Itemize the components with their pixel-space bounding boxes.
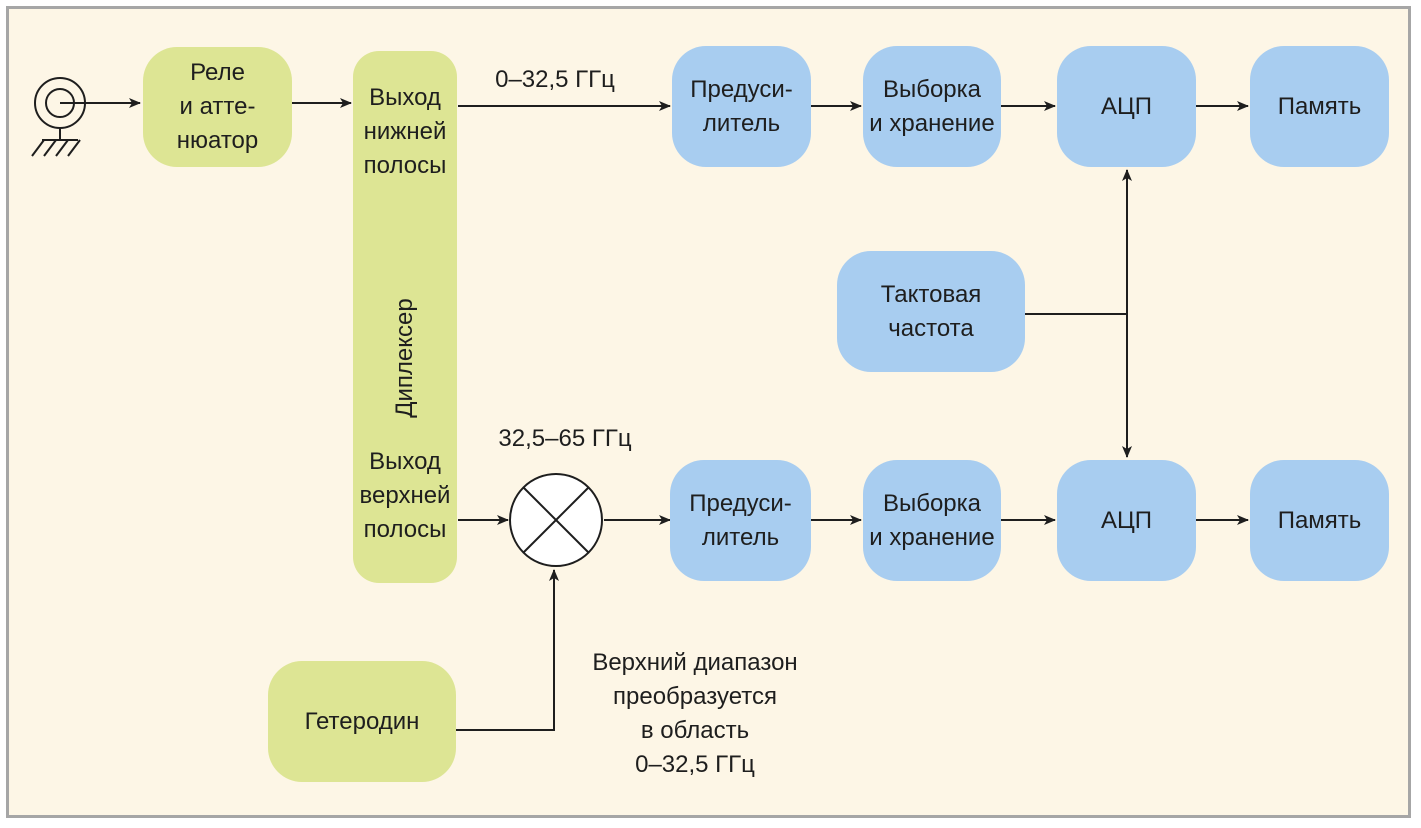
adc-bottom-label: АЦП [1100,506,1152,534]
relay-attenuator-block: Реле и атте- нюатор [143,47,292,167]
local-oscillator-block: Гетеродин [268,661,456,782]
arrow-lo-mixer [456,569,559,731]
sample-hold-bottom-block: Выборка и хранение [863,460,1001,581]
diplexer-upper-output-label: Выход верхней полосы [359,448,451,543]
clock-label: Тактовая частота [880,280,982,342]
local-oscillator-label: Гетеродин [304,707,420,735]
memory-top-label: Память [1277,92,1362,120]
lower-band-label: 0–32,5 ГГц [495,66,615,93]
preamp-top-block: Предуси- литель [672,46,811,167]
memory-bottom-block: Память [1250,460,1389,581]
diplexer-name-label: Диплексер [391,298,418,418]
adc-top-label: АЦП [1100,92,1152,120]
adc-top-block: АЦП [1057,46,1196,167]
clock-block: Тактовая частота [837,251,1025,372]
memory-bottom-label: Память [1277,506,1362,534]
memory-top-block: Память [1250,46,1389,167]
preamp-bottom-block: Предуси- литель [670,460,811,581]
adc-bottom-block: АЦП [1057,460,1196,581]
diplexer-lower-output-label: Выход нижней полосы [363,84,447,179]
mixer-icon [509,473,603,567]
preamp-bottom-label: Предуси- литель [689,489,792,551]
preamp-top-label: Предуси- литель [690,75,793,137]
diplexer-block: Выход нижней полосы Диплексер Выход верх… [353,51,457,583]
sample-hold-bottom-label: Выборка и хранение [869,489,995,551]
upper-band-label: 32,5–65 ГГц [498,425,632,452]
conversion-note: Верхний диапазон преобразуется в область… [592,649,798,778]
antenna-icon [31,77,86,157]
sample-hold-top-block: Выборка и хранение [863,46,1001,167]
sample-hold-top-label: Выборка и хранение [869,75,995,137]
relay-attenuator-label: Реле и атте- нюатор [176,59,259,154]
